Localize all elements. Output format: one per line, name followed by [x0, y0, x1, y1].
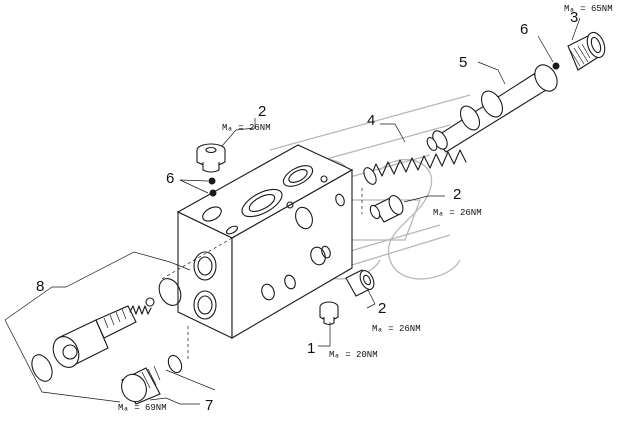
leader-lines — [4, 17, 581, 405]
assembly-guide-lines — [159, 188, 363, 360]
callout-8: 8 — [36, 278, 45, 295]
torque-7: Mₐ = 69NM — [118, 403, 167, 413]
torque-3: Mₐ = 65NM — [564, 4, 613, 14]
callout-3: 3 — [570, 9, 579, 26]
callout-2-right: 2 — [453, 186, 462, 203]
torque-2-top: Mₐ = 26NM — [222, 123, 271, 133]
callout-4: 4 — [367, 112, 376, 129]
seal-ball-6a — [208, 177, 216, 185]
callout-5: 5 — [459, 54, 468, 71]
callout-6-top: 6 — [520, 21, 529, 38]
torque-1: Mₐ = 20NM — [329, 350, 378, 360]
callout-2-bottom: 2 — [378, 300, 387, 317]
plug-part-3 — [567, 31, 606, 71]
plug-part-7 — [121, 365, 161, 405]
plug-part-2-bottom — [345, 269, 375, 297]
torque-2-right: Mₐ = 26NM — [433, 208, 482, 218]
spool-part-5 — [432, 64, 558, 153]
relief-valve-cartridge-part-8 — [31, 297, 155, 382]
seal-ball-6-top — [552, 62, 560, 70]
plug-part-2-right — [369, 195, 404, 223]
seal-ball-6b — [209, 189, 217, 197]
valve-block — [176, 144, 354, 339]
plug-part-1 — [319, 301, 339, 326]
torque-2-bottom: Mₐ = 26NM — [372, 324, 421, 334]
callout-1: 1 — [307, 340, 316, 357]
plug-part-2-top — [196, 143, 226, 173]
callout-7: 7 — [205, 397, 214, 414]
callout-2-top: 2 — [258, 103, 267, 120]
o-ring-part-8 — [158, 278, 182, 306]
o-ring-part-7 — [167, 354, 183, 374]
callout-6-left: 6 — [166, 170, 175, 187]
spring-part-4 — [363, 136, 467, 185]
